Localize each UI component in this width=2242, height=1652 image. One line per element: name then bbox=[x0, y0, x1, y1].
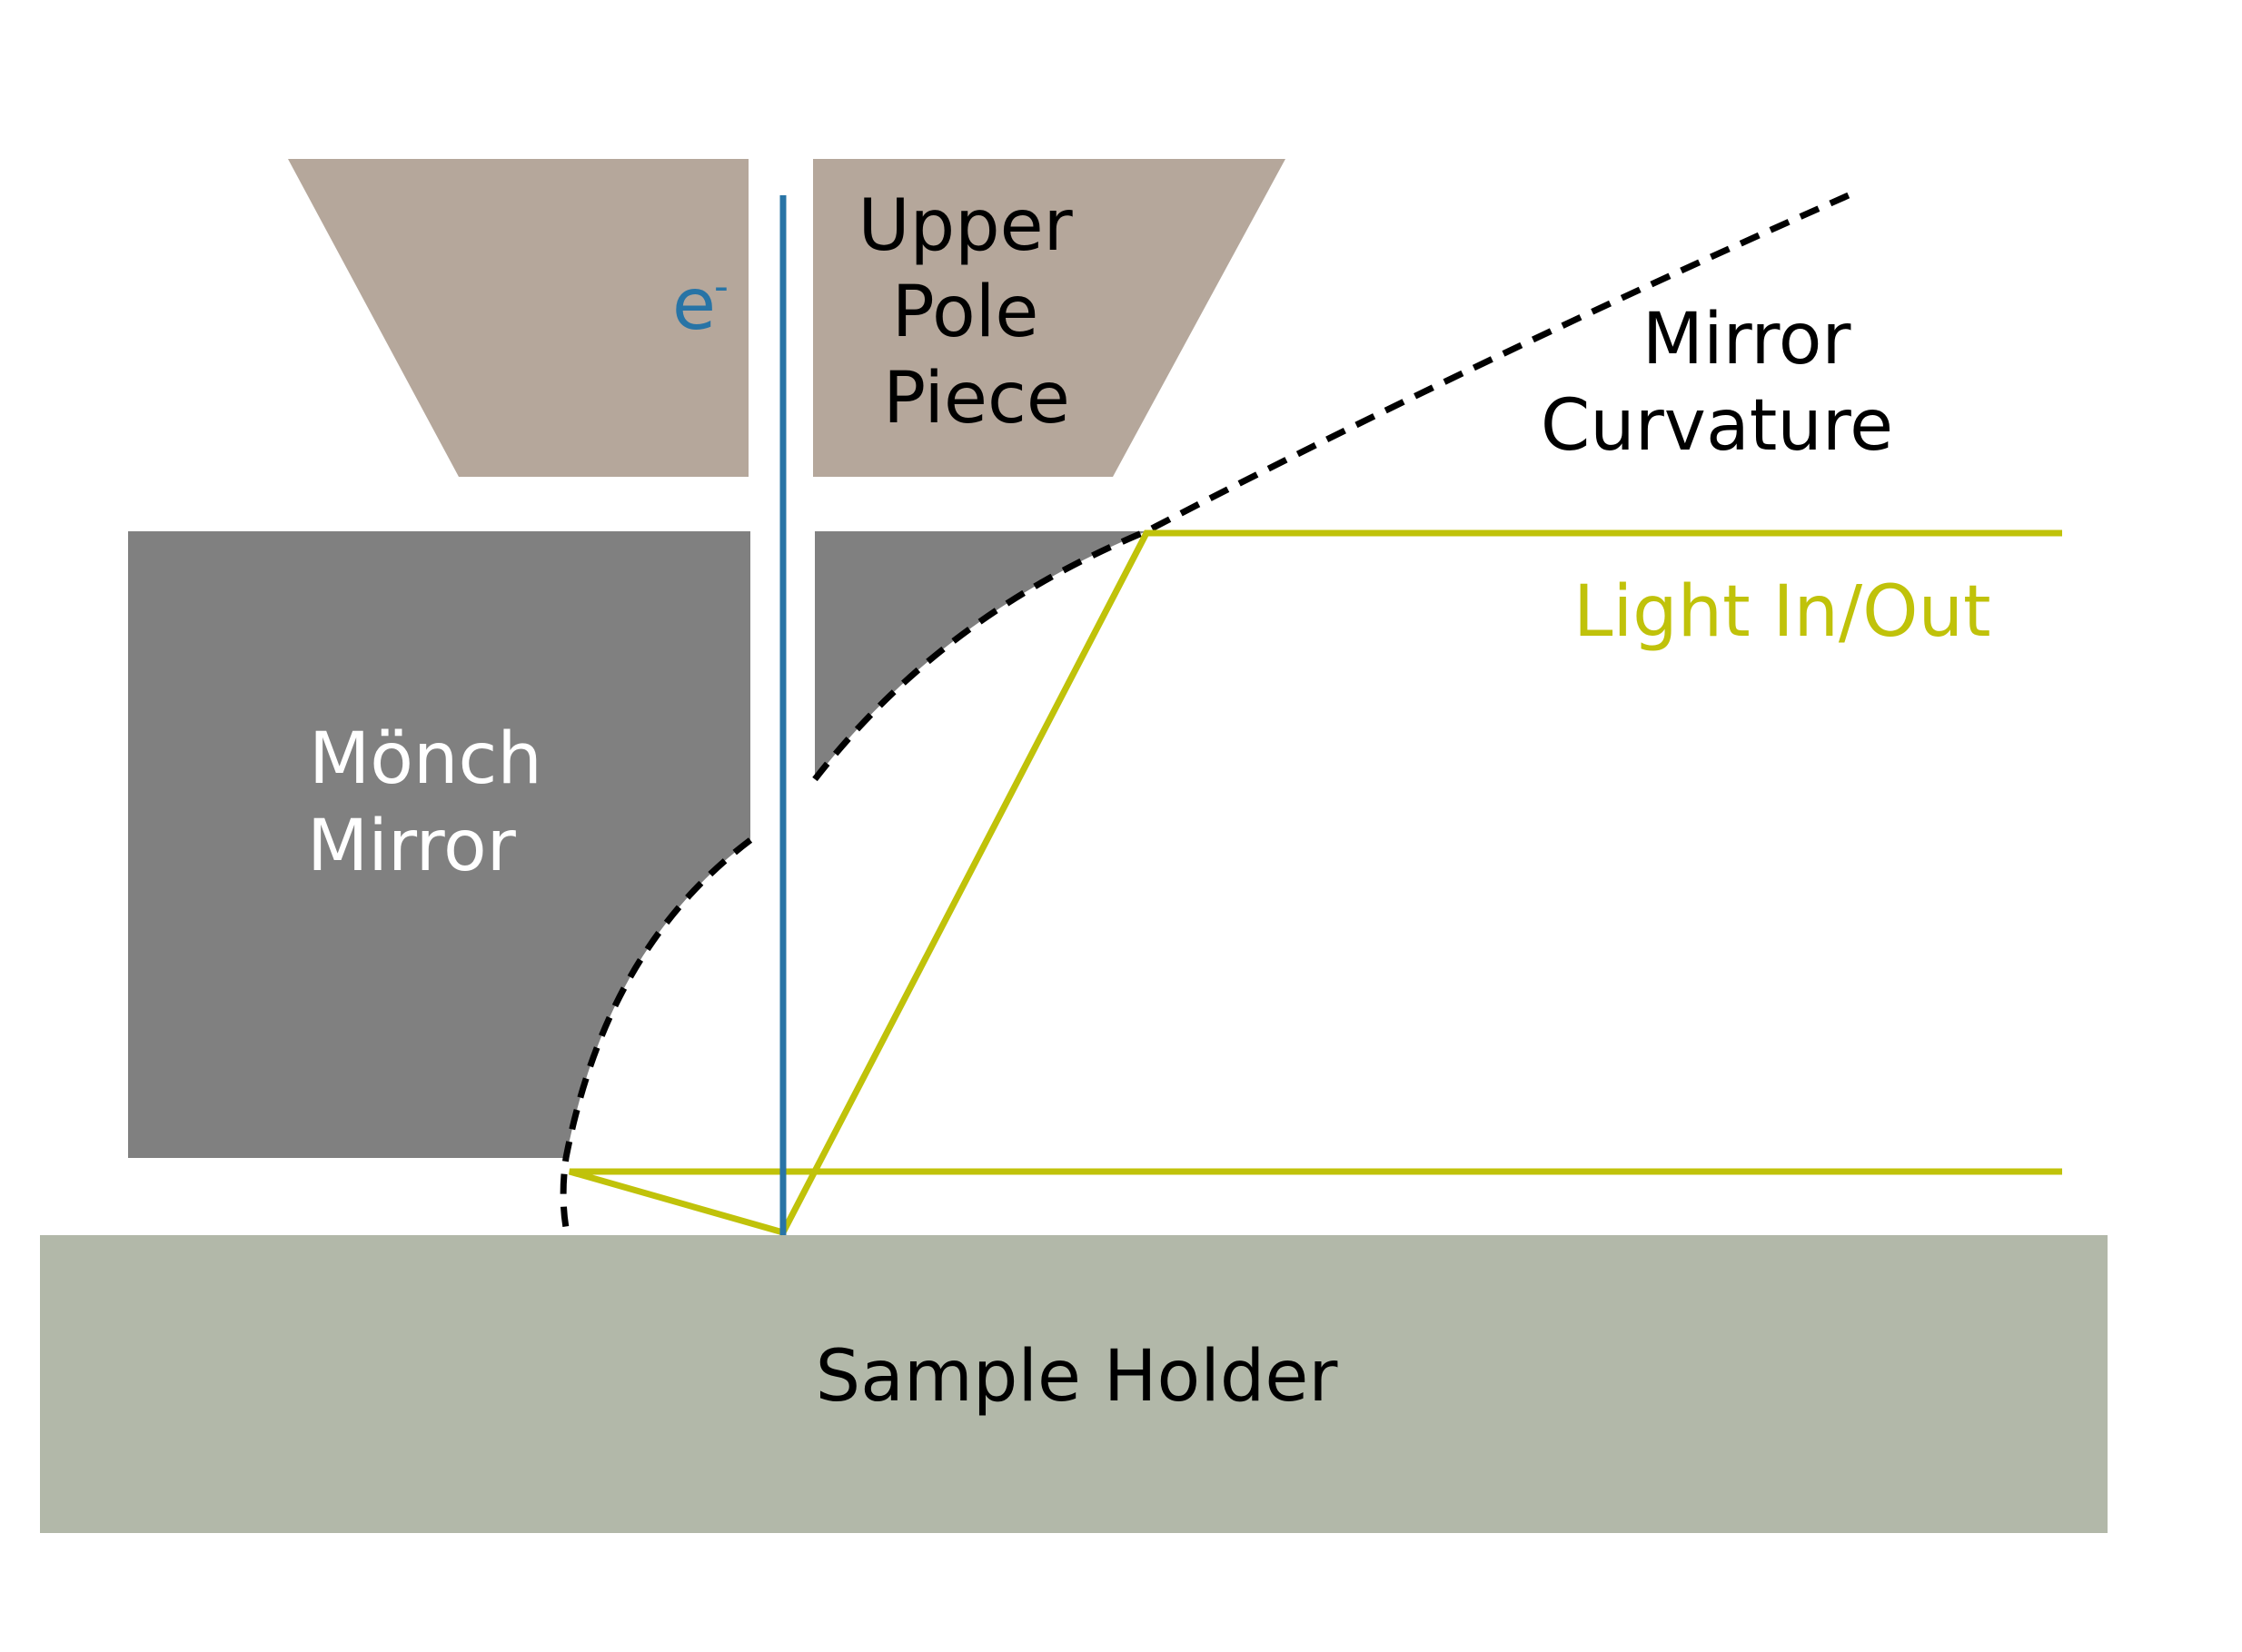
light-in-out-label: Light In/Out bbox=[1573, 571, 1991, 653]
monch-mirror-label: Mönch Mirror bbox=[307, 718, 565, 887]
sample-holder bbox=[40, 1235, 2108, 1533]
upper-pole-piece-right bbox=[813, 159, 1285, 477]
mirror-curvature-upper bbox=[812, 192, 1850, 782]
mirror-curvature-label: Mirror Curvature bbox=[1541, 299, 1893, 467]
upper-pole-piece-label-line3: Piece bbox=[883, 358, 1070, 440]
upper-pole-piece-label-line2: Pole bbox=[892, 272, 1039, 353]
monch-mirror-left bbox=[128, 531, 750, 1158]
mirror-curvature-label-line1: Mirror bbox=[1642, 299, 1852, 381]
mirror-curvature-lower bbox=[560, 837, 753, 1238]
mirror-curvature-label-line2: Curvature bbox=[1541, 385, 1893, 467]
upper-pole-piece-label-line1: Upper bbox=[858, 185, 1074, 267]
monch-mirror-label-line2: Mirror bbox=[307, 806, 517, 887]
upper-pole-piece-left bbox=[288, 159, 749, 477]
monch-mirror-right bbox=[815, 531, 1146, 779]
sample-holder-label: Sample Holder bbox=[816, 1336, 1339, 1418]
light-ray-lower bbox=[569, 1168, 2062, 1236]
upper-pole-piece-label: Upper Pole Piece bbox=[858, 185, 1096, 440]
light-ray-upper bbox=[779, 529, 2062, 1234]
monch-mirror-label-line1: Mönch bbox=[309, 718, 542, 800]
electron-label: e bbox=[672, 264, 716, 346]
electron-charge-superscript: - bbox=[714, 263, 729, 310]
